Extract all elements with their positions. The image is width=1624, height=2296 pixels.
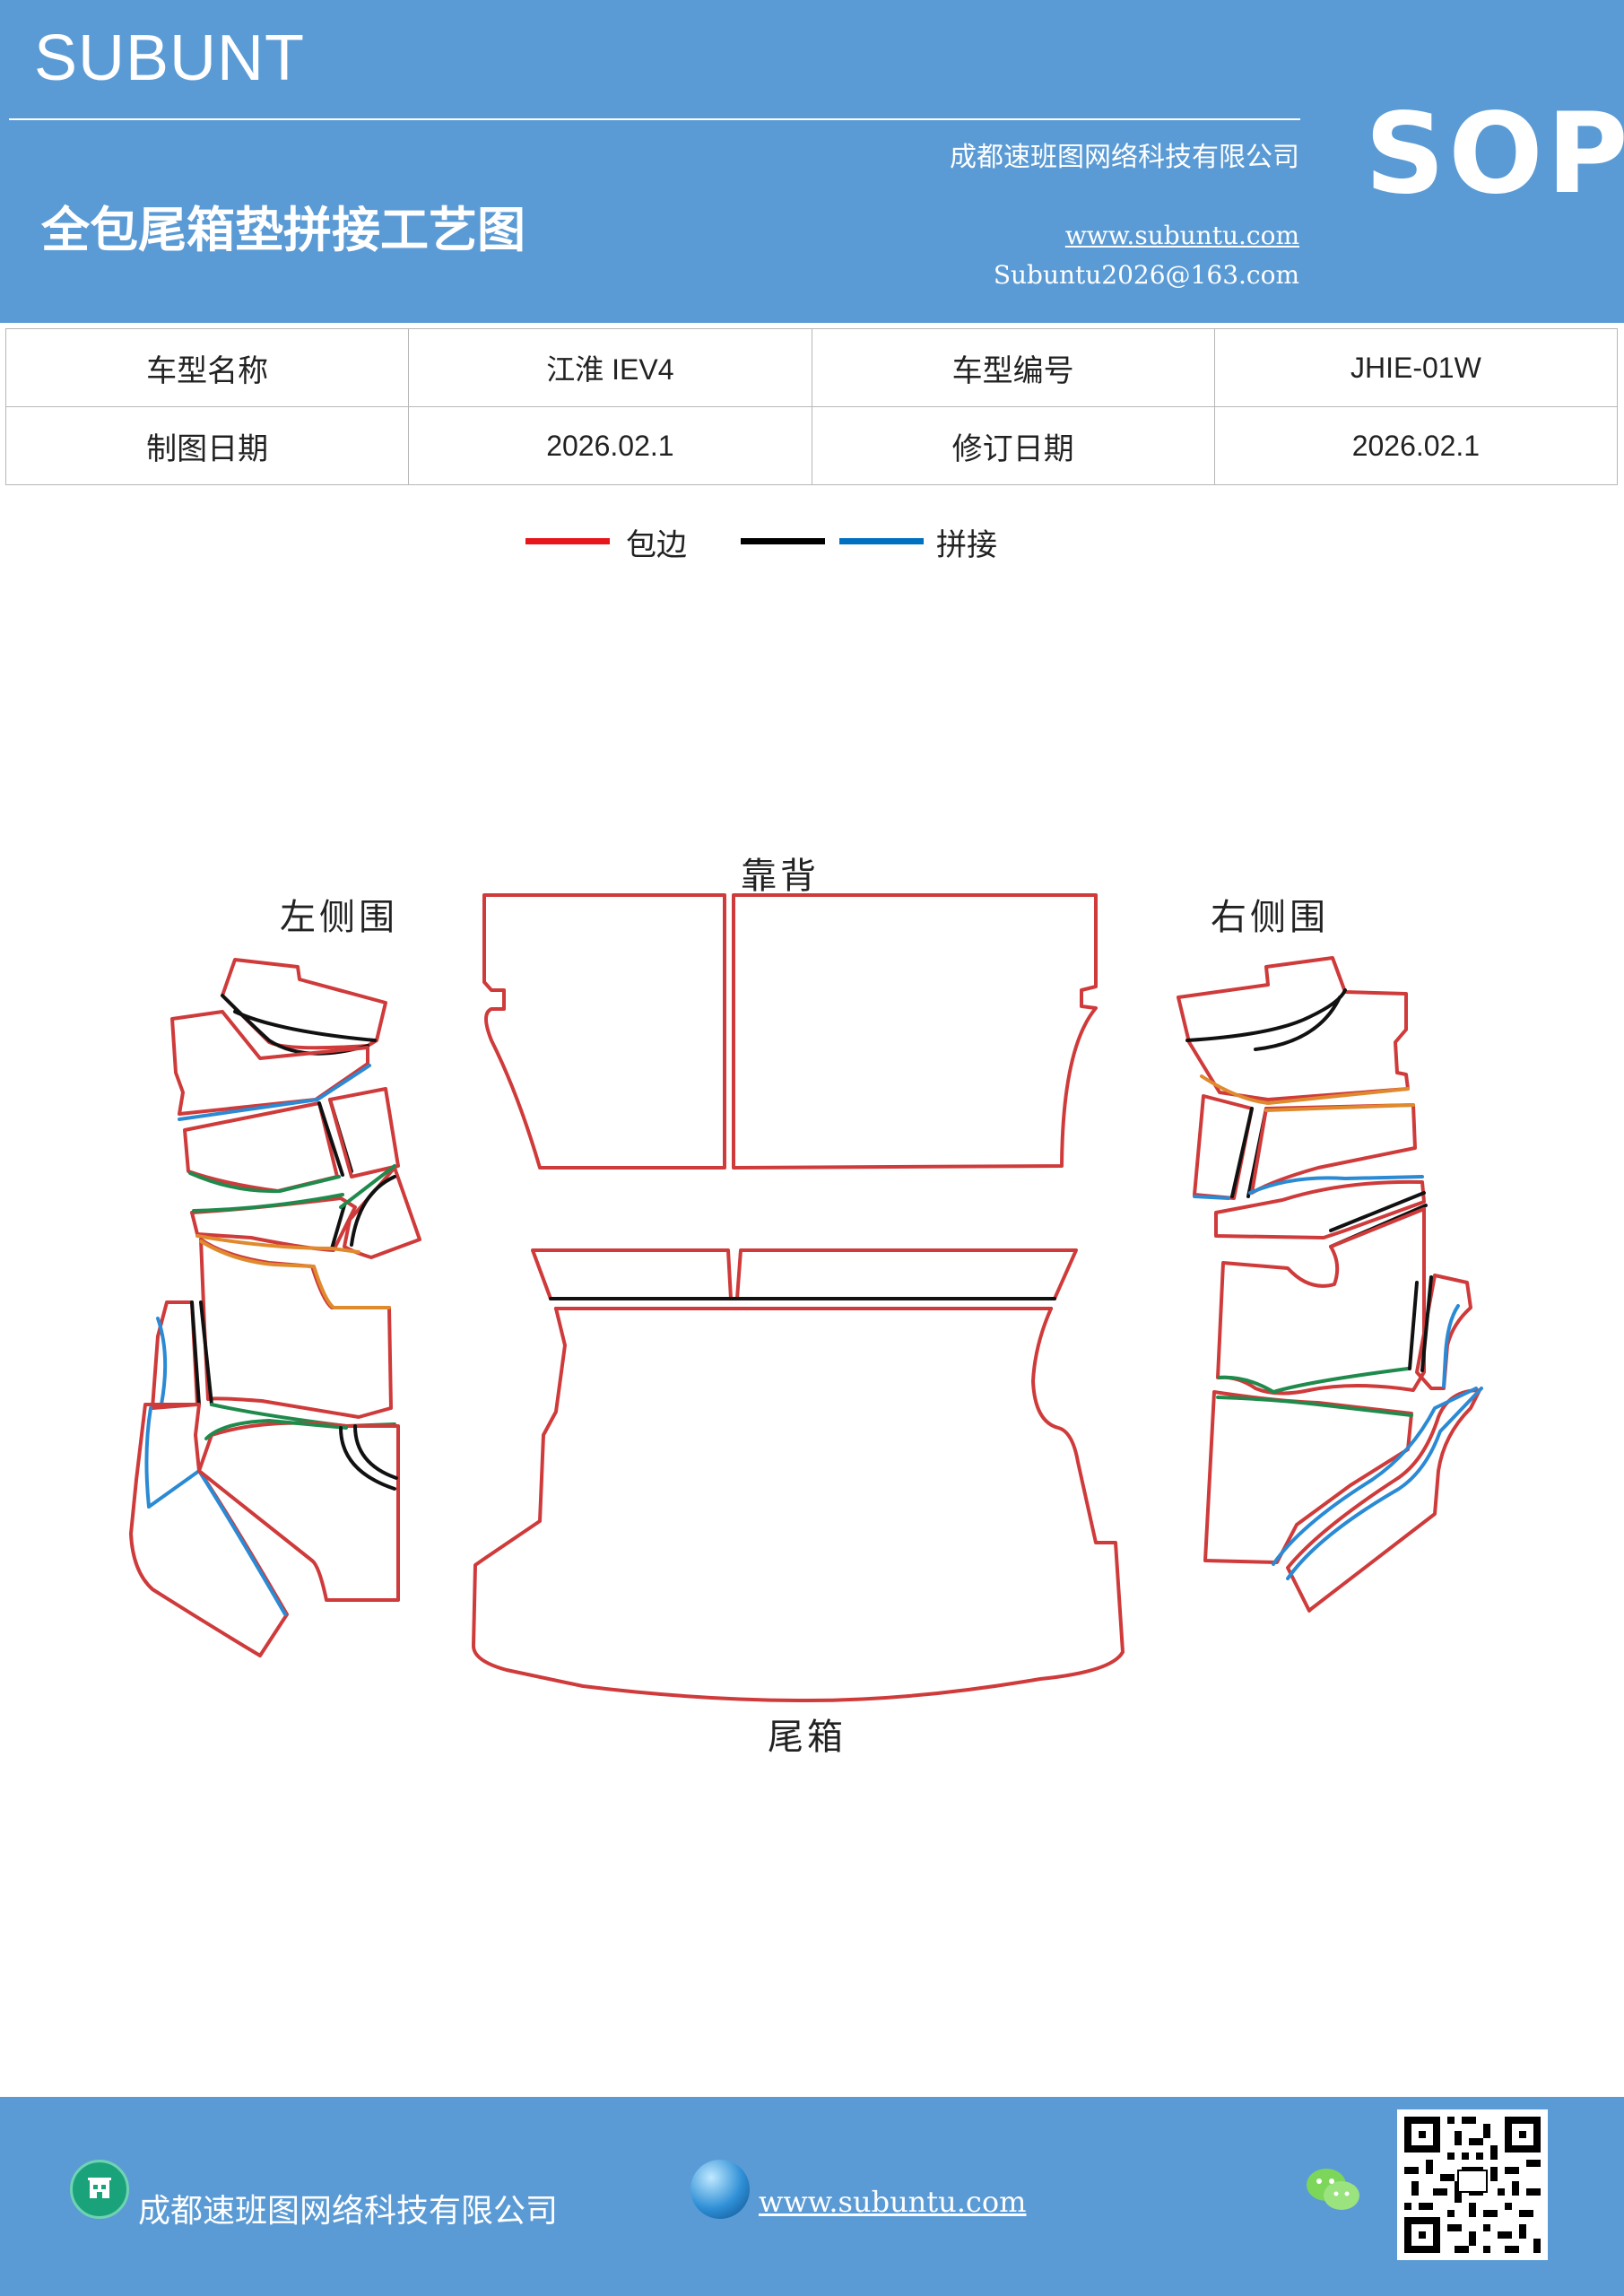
left-blue-splice-2 bbox=[156, 1317, 168, 1406]
label-backrest: 靠背 bbox=[741, 856, 820, 897]
legend-label-splice: 拼接 bbox=[936, 527, 997, 563]
right-green-splice-1 bbox=[1218, 1367, 1410, 1394]
brand-name: SUBUNT bbox=[34, 22, 306, 94]
left-bottom-block bbox=[197, 1421, 400, 1602]
right-black-splice-4 bbox=[1408, 1275, 1433, 1372]
header-company-name: 成都速班图网络科技有限公司 bbox=[950, 142, 1299, 173]
right-blue-splice-2 bbox=[1442, 1304, 1460, 1388]
legend: 包边 拼接 bbox=[0, 520, 1624, 574]
right-orange-splice-1 bbox=[1200, 1074, 1410, 1105]
right-lower-wide bbox=[1203, 1390, 1413, 1564]
legend-swatch-black bbox=[741, 538, 825, 544]
model-code-label: 车型编号 bbox=[811, 328, 1215, 407]
right-lower-main bbox=[1216, 1207, 1426, 1396]
sop-badge: SOP bbox=[1365, 90, 1624, 219]
right-black-splice-1 bbox=[1185, 988, 1347, 1051]
header-email[interactable]: Subuntu2026@163.com bbox=[993, 260, 1299, 290]
mat-pattern-diagram bbox=[129, 893, 1483, 1702]
left-blue-splice-3 bbox=[144, 1406, 287, 1616]
label-left-side: 左侧围 bbox=[280, 897, 398, 938]
trunk-floor bbox=[472, 1307, 1125, 1702]
right-blue-splice-1 bbox=[1193, 1175, 1424, 1200]
footer-company-name: 成都速班图网络科技有限公司 bbox=[138, 2193, 559, 2230]
table-row: 制图日期 2026.02.1 修订日期 2026.02.1 bbox=[4, 406, 1619, 485]
label-trunk: 尾箱 bbox=[768, 1717, 847, 1758]
wechat-icon[interactable] bbox=[1302, 2163, 1365, 2217]
right-orange-splice-2 bbox=[1264, 1103, 1415, 1112]
left-corner-piece bbox=[343, 1166, 421, 1259]
legend-swatch-blue bbox=[839, 538, 924, 544]
table-row: 车型名称 江淮 IEV4 车型编号 JHIE-01W bbox=[4, 328, 1619, 407]
building-icon bbox=[70, 2160, 129, 2219]
drawing-date-label: 制图日期 bbox=[4, 406, 410, 485]
left-blue-splice-1 bbox=[178, 1064, 371, 1121]
model-code-value: JHIE-01W bbox=[1213, 328, 1619, 407]
right-green-splice-2 bbox=[1216, 1396, 1413, 1417]
right-lower-narrow bbox=[1415, 1274, 1472, 1390]
left-black-splice-3 bbox=[190, 1300, 213, 1406]
model-name-label: 车型名称 bbox=[4, 328, 410, 407]
backrest-right-piece bbox=[732, 893, 1098, 1170]
revision-date-label: 修订日期 bbox=[811, 406, 1215, 485]
left-black-splice-2 bbox=[330, 1175, 396, 1250]
left-orange-splice-1 bbox=[195, 1234, 360, 1254]
left-green-splice-5 bbox=[204, 1419, 348, 1440]
left-right-block bbox=[328, 1087, 400, 1178]
legend-swatch-red bbox=[525, 538, 610, 544]
legend-label-edge: 包边 bbox=[626, 527, 687, 563]
right-strip-block bbox=[1214, 1179, 1426, 1239]
drawing-date-value: 2026.02.1 bbox=[408, 406, 812, 485]
vehicle-info-table: 车型名称 江淮 IEV4 车型编号 JHIE-01W 制图日期 2026.02.… bbox=[4, 328, 1619, 485]
left-green-splice-2 bbox=[192, 1193, 344, 1213]
model-name-value: 江淮 IEV4 bbox=[408, 328, 812, 407]
left-upper-top-piece bbox=[221, 958, 387, 1050]
right-bottom-block bbox=[1286, 1388, 1481, 1613]
trunk-strip-left bbox=[531, 1248, 733, 1300]
left-splice-top bbox=[221, 994, 369, 1056]
right-upper-top-piece bbox=[1177, 956, 1410, 1101]
label-right-side: 右侧围 bbox=[1211, 897, 1329, 938]
backrest-left-piece bbox=[482, 893, 726, 1170]
left-orange-splice-2 bbox=[199, 1239, 391, 1309]
trunk-strip-right bbox=[735, 1248, 1078, 1300]
left-green-splice-1 bbox=[188, 1171, 341, 1194]
right-mid-block bbox=[1193, 1094, 1254, 1200]
document-title: 全包尾箱垫拼接工艺图 bbox=[41, 201, 525, 258]
header-divider bbox=[9, 118, 1300, 120]
qr-code bbox=[1397, 2109, 1548, 2260]
footer-website-link[interactable]: www.subuntu.com bbox=[759, 2185, 1027, 2219]
globe-icon bbox=[690, 2160, 750, 2219]
left-green-splice-3 bbox=[339, 1164, 396, 1209]
revision-date-value: 2026.02.1 bbox=[1213, 406, 1619, 485]
right-blue-splice-3 bbox=[1272, 1387, 1483, 1580]
left-black-splice-4 bbox=[339, 1424, 398, 1491]
left-splice-top-2 bbox=[233, 1010, 377, 1042]
header-banner: SUBUNT 成都速班图网络科技有限公司 全包尾箱垫拼接工艺图 www.subu… bbox=[0, 0, 1624, 323]
header-website-link[interactable]: www.subuntu.com bbox=[1064, 221, 1299, 250]
footer-banner: 成都速班图网络科技有限公司 www.subuntu.com bbox=[0, 2097, 1624, 2296]
